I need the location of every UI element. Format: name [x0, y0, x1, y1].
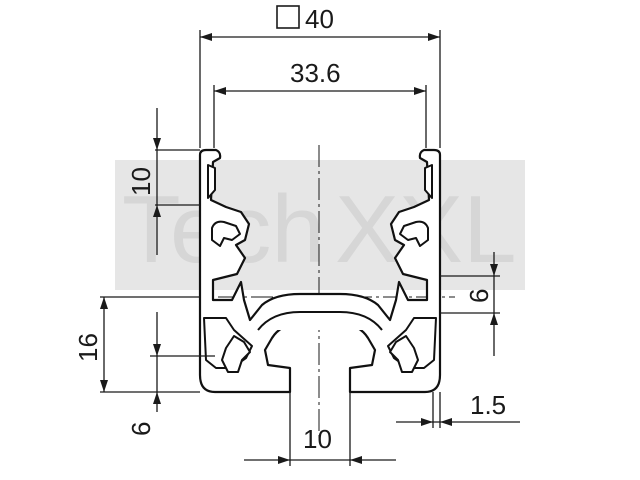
square-symbol-icon [276, 5, 300, 29]
dim-6-bottom-arrow-b [153, 392, 161, 404]
right-t-slot [399, 220, 429, 247]
dim-1-5-arrow-a [421, 418, 433, 426]
dim-6-bottom-label: 6 [126, 422, 156, 436]
dim-10-slot-label: 10 [303, 424, 332, 454]
watermark-panel [115, 160, 525, 290]
dim-10-top-arrow-a [153, 138, 161, 150]
dim-6-right-arrow-a [490, 264, 498, 276]
dim-1-5-arrow-b [440, 418, 452, 426]
dim-10-slot-arrow-a [278, 456, 290, 464]
dim-40-arrow-left [200, 33, 212, 41]
dim-33-arrow-left [214, 87, 226, 95]
dim-40-label: 40 [305, 4, 334, 34]
left-cross-core [221, 335, 251, 373]
dim-40-arrow-right [428, 33, 440, 41]
dim-6-right-label: 6 [464, 289, 494, 303]
dim-6-bottom-arrow-a [153, 344, 161, 356]
center-channel-contour [257, 311, 383, 331]
right-cross-core [389, 335, 419, 373]
dim-16-arrow-a [100, 297, 108, 309]
dim-16-arrow-b [100, 380, 108, 392]
dim-10-top-arrow-b [153, 205, 161, 217]
dim-10-top-label: 10 [126, 167, 156, 196]
dim-33-label: 33.6 [290, 58, 341, 88]
dim-10-slot-arrow-b [350, 456, 362, 464]
left-t-slot [211, 220, 241, 247]
dim-33-arrow-right [414, 87, 426, 95]
right-upper-groove [424, 164, 433, 199]
dim-1-5-label: 1.5 [470, 390, 506, 420]
dim-16-label: 16 [73, 333, 103, 362]
dim-6-right-arrow-b [490, 313, 498, 325]
left-upper-groove [207, 164, 216, 199]
